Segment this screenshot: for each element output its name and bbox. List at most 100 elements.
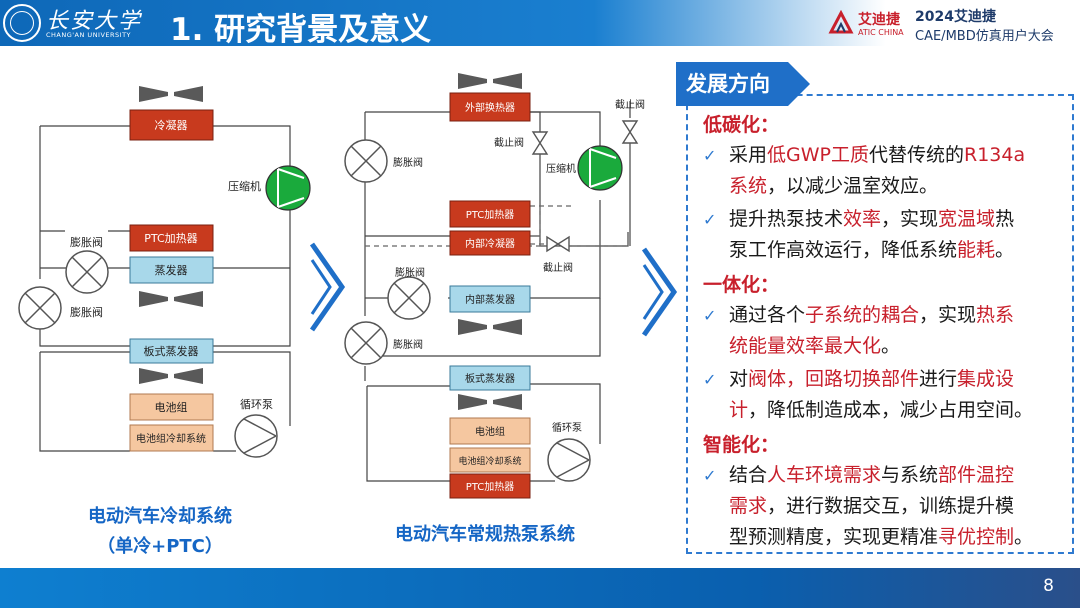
section-heading: 智能化： [703,434,780,456]
highlight-text: 人车环境需求 [767,464,882,486]
bullet-line: 泵工作高效运行，降低系统能耗。 [703,235,1068,266]
dashed-bypass-lines [365,205,628,247]
body-text: 结合 [729,464,768,486]
highlight-text: 能耗 [957,239,996,261]
highlight-text: 子系统的耦合 [805,304,920,326]
highlight-text: 宽温域 [938,208,996,230]
pump-2-label: 循环泵 [552,421,582,434]
body-text: ，以减少温室效应。 [767,175,939,197]
diagram1-caption-line2: （单冷+PTC） [97,536,223,557]
conference-year: 2024艾迪捷 [915,9,996,25]
bullet-line: ✓结合人车环境需求与系统部件温控 [703,460,1068,491]
highlight-text: 集成设 [957,368,1015,390]
checkmark-icon: ✓ [703,146,717,165]
plate-fan-icon [139,368,203,384]
circulation-pump-icon [234,414,278,458]
bullet-item: ✓提升热泵技术效率，实现宽温域热泵工作高效运行，降低系统能耗。 [703,204,1068,266]
body-text: 。 [1014,526,1034,548]
shutoff-valve-icon [622,120,638,144]
battery-label: 电池组 [155,400,188,414]
highlight-text: 低GWP工质 [767,144,869,166]
university-seal-icon [3,4,41,42]
bullet-line: ✓采用低GWP工质代替传统的R134a [703,140,1068,171]
university-logo-english: CHANG'AN UNIVERSITY [46,31,132,39]
pump-label: 循环泵 [240,398,273,411]
section-heading: 低碳化： [703,114,780,136]
body-text: ，进行数据交互，训练提升模 [767,495,1015,517]
bullet-item: ✓结合人车环境需求与系统部件温控需求，进行数据交互，训练提升模型预测精度，实现更… [703,460,1068,553]
header: 长安大学 CHANG'AN UNIVERSITY 1. 研究背景及意义 艾迪捷 … [0,0,1080,48]
body-text: 对 [729,368,749,390]
body-text: 提升热泵技术 [729,208,844,230]
flow-arrow-icon [309,242,346,332]
bullet-line: 计，降低制造成本，减少占用空间。 [703,395,1068,426]
bullet-line: 型预测精度，实现更精准寻优控制。 [703,522,1068,553]
battery-cooling-label: 电池组冷却系统 [136,432,206,445]
body-text: ，降低制造成本，减少占用空间。 [748,399,1034,421]
evaporator-label: 蒸发器 [155,263,188,277]
inner-fan-icon [458,319,522,335]
plate-evaporator-2-box [449,365,531,391]
shutoff-valve-icon [546,236,570,252]
highlight-text: 效率 [843,208,882,230]
evaporator-fan-icon [139,291,203,307]
body-text: 。 [881,335,901,357]
body-text: 。 [995,239,1015,261]
evaporator-box [129,256,214,284]
inner-condenser-box [449,230,531,256]
battery-cooling-box [129,424,214,452]
inner-condenser-label: 内部冷凝器 [465,237,515,250]
highlight-text: 系统 [729,175,768,197]
compressor-label-2: 压缩机 [546,162,576,175]
bullet-line: 系统，以减少温室效应。 [703,171,1068,202]
highlight-text: 阀体，回路切换部件 [748,368,920,390]
panel-title: 发展方向 [686,72,770,96]
highlight-text: 计 [729,399,749,421]
conference-name: CAE/MBD仿真用户大会 [915,29,1054,44]
condenser-box [129,109,214,141]
expansion-valve-icon [65,250,109,294]
footer-bar [0,568,1080,608]
body-text: 代替传统的 [868,144,964,166]
bullet-line: ✓对阀体，回路切换部件进行集成设 [703,364,1068,395]
inner-evaporator-label: 内部蒸发器 [465,293,515,306]
section-heading: 一体化： [703,274,780,296]
checkmark-icon: ✓ [703,370,717,389]
ptc-heater-label: PTC加热器 [144,232,197,245]
diagram2-caption: 电动汽车常规热泵系统 [395,524,575,545]
highlight-text: 统能量效率最大化 [729,335,882,357]
flow-arrow-icon [641,247,678,337]
expansion-valve-top-label: 膨胀阀 [70,235,103,249]
battery-cooling-2-box [449,447,531,473]
university-logo-text: 长安大学 [46,9,143,34]
bullet-line: ✓通过各个子系统的耦合，实现热系 [703,300,1068,331]
highlight-text: 部件温控 [938,464,1015,486]
panel-tab [676,62,810,106]
body-text: 与系统 [881,464,939,486]
expansion-valve-icon [18,286,62,330]
ptc-heater-box [129,224,214,252]
page-number: 8 [1043,576,1054,596]
highlight-text: 需求 [729,495,768,517]
bullet-line: 需求，进行数据交互，训练提升模 [703,491,1068,522]
shutoff-mid-label: 截止阀 [543,261,573,274]
compressor-label: 压缩机 [228,179,261,193]
body-text: 采用 [729,144,768,166]
expansion-valve-icon [344,139,388,183]
bullet-line: 统能量效率最大化。 [703,331,1068,362]
atic-logo-icon [828,10,854,34]
bullet-line: ✓提升热泵技术效率，实现宽温域热 [703,204,1068,235]
checkmark-icon: ✓ [703,306,717,325]
shutoff-right-label: 截止阀 [615,98,645,111]
battery-2-label: 电池组 [475,425,505,438]
cooling-fan-icon [139,86,203,102]
checkmark-icon: ✓ [703,210,717,229]
compressor-icon [265,165,311,211]
outer-hx-label: 外部换热器 [465,101,515,114]
condenser-label: 冷凝器 [155,118,188,132]
exp-valve-3-label: 膨胀阀 [393,338,423,351]
body-text: ，实现 [881,208,939,230]
bullet-item: ✓通过各个子系统的耦合，实现热系统能量效率最大化。 [703,300,1068,362]
ptc-lower-box [449,473,531,499]
